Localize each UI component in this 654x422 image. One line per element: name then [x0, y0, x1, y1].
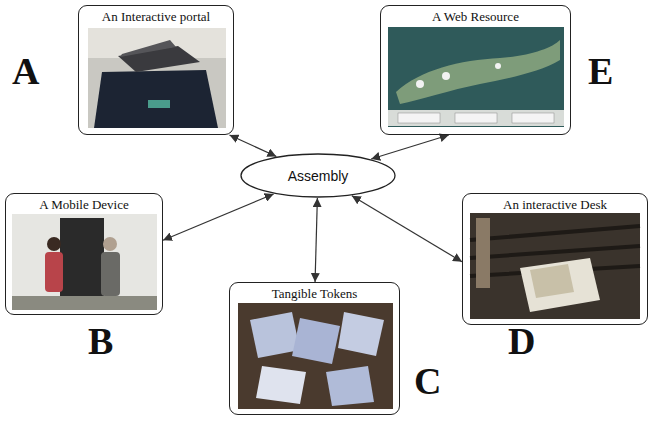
- button: [512, 113, 554, 123]
- hub-label: Assembly: [288, 168, 349, 184]
- token-card: [256, 366, 306, 404]
- web-photo: [388, 27, 564, 127]
- panel-letter: A: [12, 52, 39, 90]
- box-title: An interactive Desk: [500, 197, 610, 213]
- desk-photo: [470, 213, 640, 319]
- ground: [12, 296, 157, 310]
- person-head: [47, 237, 61, 251]
- panel-letter: E: [588, 52, 613, 90]
- panel-letter: C: [414, 362, 441, 400]
- portal-photo: [88, 28, 226, 128]
- box-title: Tangible Tokens: [269, 286, 361, 302]
- button-bar: [388, 110, 564, 126]
- map-dot: [442, 72, 450, 80]
- double-arrow: [315, 198, 317, 282]
- person-body: [101, 252, 120, 296]
- desk-screen: [530, 264, 574, 298]
- button: [455, 113, 497, 123]
- box-title: A Mobile Device: [36, 197, 132, 213]
- photo-ground: [470, 213, 640, 319]
- double-arrow: [352, 196, 462, 262]
- map-island: [396, 40, 560, 104]
- photo-box: An interactive Desk: [462, 193, 648, 325]
- double-arrow: [371, 135, 449, 159]
- token-card: [292, 318, 340, 364]
- desk-top: [520, 258, 600, 312]
- token-card: [326, 366, 374, 406]
- token-card: [338, 312, 384, 356]
- photo-box: A Mobile Device: [5, 193, 163, 315]
- person-body: [45, 252, 63, 292]
- pillar: [476, 218, 490, 288]
- panel-letter: B: [88, 322, 113, 360]
- tokens-photo: [238, 303, 393, 409]
- doorway: [60, 218, 104, 300]
- photo-ground: [88, 28, 226, 128]
- mobile-photo: [12, 214, 157, 310]
- photo-box: A Web Resource: [380, 5, 571, 135]
- photo-wall: [12, 214, 157, 310]
- card: [148, 100, 170, 108]
- person-head: [103, 237, 117, 251]
- double-arrow: [229, 135, 276, 156]
- table-cloth: [94, 70, 218, 128]
- map-ground: [388, 27, 564, 127]
- ellipse-shape: [241, 154, 395, 197]
- laptop-lid: [120, 40, 176, 57]
- box-title: A Web Resource: [429, 9, 522, 25]
- map-dot: [416, 80, 424, 88]
- photo-box: An Interactive portal: [78, 5, 234, 135]
- double-arrow: [163, 194, 274, 240]
- photo-ground: [238, 303, 393, 409]
- hub-ellipse: Assembly: [240, 153, 396, 198]
- box-title: An Interactive portal: [99, 9, 213, 25]
- map-dot: [495, 63, 501, 69]
- panel-letter: D: [508, 322, 535, 360]
- token-card: [250, 312, 300, 358]
- photo-box: Tangible Tokens: [229, 282, 400, 415]
- button: [398, 113, 440, 123]
